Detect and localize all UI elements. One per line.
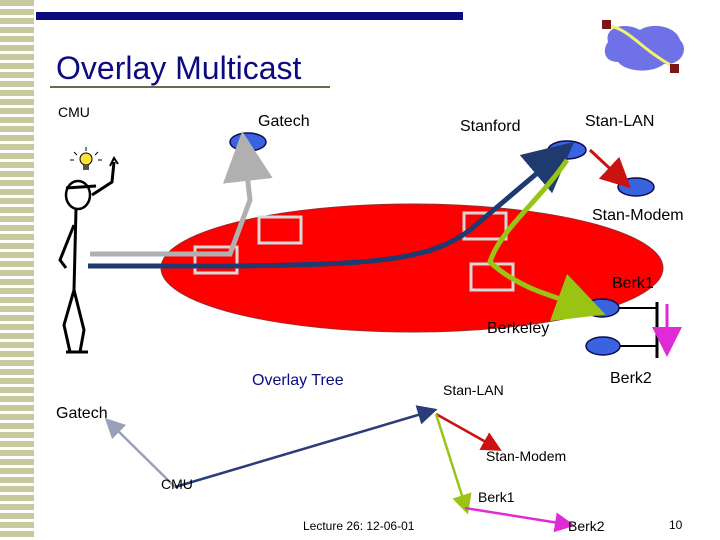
tree-edge-stan-lan-modem (435, 412, 502, 451)
tree-edge-stan-lan-berk1 (434, 413, 472, 515)
router-box (257, 215, 303, 245)
berk2-host-node (585, 336, 621, 356)
gatech-host-node (229, 132, 267, 152)
tree-edge-berk1-berk2 (464, 506, 575, 533)
tree-edge-cmu-gatech (104, 417, 176, 488)
tree-label-stan-modem: Stan-Modem (486, 448, 567, 464)
label-gatech: Gatech (258, 113, 310, 130)
person-figure-icon (58, 147, 119, 354)
slide-footer: Lecture 26: 12-06-01 (303, 519, 415, 533)
router-box (462, 211, 508, 241)
label-cmu: CMU (58, 104, 90, 120)
path-stan-lan-to-modem (588, 148, 631, 189)
page-number: 10 (669, 518, 683, 532)
label-stanford: Stanford (460, 118, 521, 135)
tree-label-cmu: CMU (161, 476, 193, 492)
tree-label-berk1: Berk1 (478, 489, 515, 505)
slide-title: Overlay Multicast (56, 50, 302, 86)
label-berk2: Berk2 (610, 370, 652, 387)
tree-label-stan-lan: Stan-LAN (443, 382, 504, 398)
overlay-tree-title: Overlay Tree (252, 372, 344, 389)
label-stan-modem: Stan-Modem (592, 207, 684, 224)
path-to-stan-lan (88, 141, 575, 269)
tree-edge-cmu-stan-lan (174, 405, 438, 489)
label-stan-lan: Stan-LAN (585, 113, 655, 130)
decorative-stripes (0, 0, 34, 540)
berk1-host-node (584, 298, 620, 318)
tree-label-berk2: Berk2 (568, 518, 605, 534)
title-top-bar (36, 12, 463, 20)
router-box (193, 245, 239, 275)
path-stan-lan-to-berk1 (487, 158, 606, 321)
path-to-gatech (90, 131, 273, 257)
stan-lan-host-node (547, 140, 587, 160)
stan-modem-host-node (617, 177, 655, 197)
label-berk1: Berk1 (612, 275, 654, 292)
network-logo-icon (598, 16, 688, 78)
label-berkeley: Berkeley (487, 320, 550, 337)
title-underline (50, 86, 330, 88)
tree-label-gatech: Gatech (56, 405, 108, 422)
